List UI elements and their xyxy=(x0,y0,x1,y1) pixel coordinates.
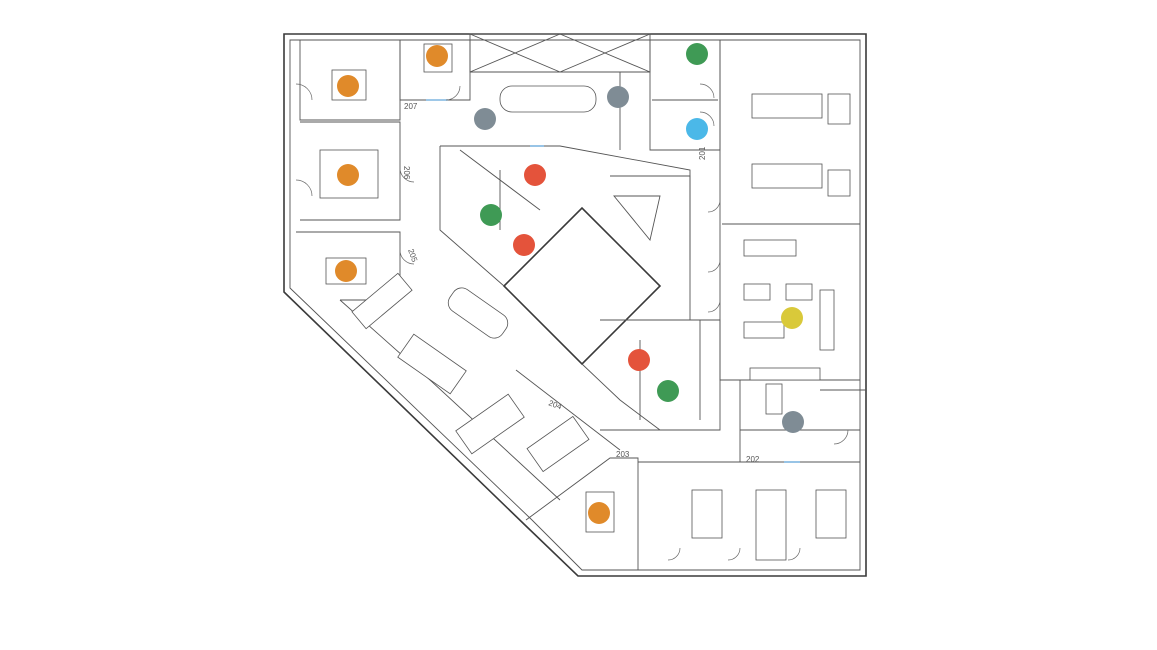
marker-gray[interactable] xyxy=(782,411,804,433)
room-label-205: 205 xyxy=(406,248,419,264)
marker-green[interactable] xyxy=(657,380,679,402)
marker-orange[interactable] xyxy=(337,164,359,186)
room-label-204: 204 xyxy=(547,398,563,411)
room-label-206: 206 xyxy=(402,166,411,180)
marker-green[interactable] xyxy=(686,43,708,65)
marker-orange[interactable] xyxy=(335,260,357,282)
room-labels: 202 203 204 205 206 207 201 xyxy=(402,102,760,464)
furniture xyxy=(319,43,851,561)
marker-orange[interactable] xyxy=(588,502,610,524)
room-label-202: 202 xyxy=(746,455,760,464)
marker-yellow[interactable] xyxy=(781,307,803,329)
marker-red[interactable] xyxy=(513,234,535,256)
marker-green[interactable] xyxy=(480,204,502,226)
location-markers xyxy=(335,43,804,524)
room-label-201: 201 xyxy=(698,146,707,160)
marker-blue[interactable] xyxy=(686,118,708,140)
room-label-203: 203 xyxy=(616,450,630,459)
marker-gray[interactable] xyxy=(474,108,496,130)
interior-walls xyxy=(296,33,866,570)
marker-orange[interactable] xyxy=(426,45,448,67)
marker-red[interactable] xyxy=(524,164,546,186)
doors xyxy=(295,83,849,561)
marker-red[interactable] xyxy=(628,349,650,371)
building-outline xyxy=(283,33,867,577)
marker-orange[interactable] xyxy=(337,75,359,97)
marker-gray[interactable] xyxy=(607,86,629,108)
room-label-207: 207 xyxy=(404,102,418,111)
